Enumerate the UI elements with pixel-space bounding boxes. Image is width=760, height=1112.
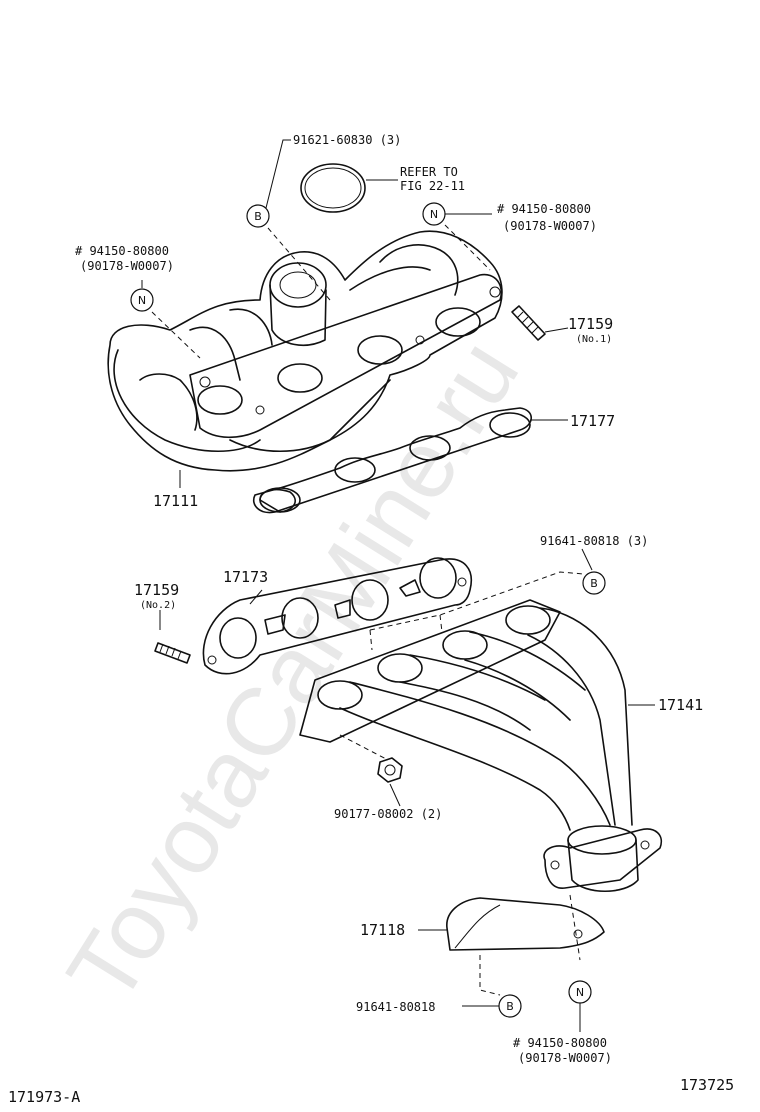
marker-n-top-left: N [130,288,154,312]
svg-text:N: N [138,294,146,307]
label-91621-60830: 91621-60830 (3) [293,133,401,147]
label-17177: 17177 [570,412,615,430]
marker-n-top-right: N [422,202,446,226]
label-17118: 17118 [360,921,405,939]
page-number: 173725 [680,1076,734,1094]
diagram-id: 171973-A [8,1088,80,1106]
marker-b-top: B [246,204,270,228]
label-90178-bottom: (90178-W0007) [518,1051,612,1065]
label-17159-no1-sub: (No.1) [576,334,612,345]
label-17159-no2: 17159 [134,581,179,599]
label-91641-80818: 91641-80818 [356,1000,435,1014]
marker-b-bottom: B [498,994,522,1018]
label-refer-to: REFER TO [400,165,458,179]
manifold-17111 [107,230,503,472]
exhaust-manifold-17141 [299,599,662,892]
svg-text:B: B [254,210,262,223]
label-94150-bottom: # 94150-80800 [513,1036,607,1050]
label-90177-08002: 90177-08002 (2) [334,807,442,821]
svg-text:B: B [506,1000,514,1013]
gasket-17177 [253,407,533,514]
label-94150-top-right: # 94150-80800 [497,202,591,216]
marker-n-bottom: N [568,980,592,1004]
label-17159-no1: 17159 [568,315,613,333]
label-17111: 17111 [153,492,198,510]
insulator-17118 [446,897,605,951]
label-90178-top-left: (90178-W0007) [80,259,174,273]
svg-text:N: N [430,208,438,221]
gasket-17173 [202,557,472,675]
watermark: ToyotaCarMine.ru [47,322,539,1021]
svg-text:N: N [576,986,584,999]
label-17173: 17173 [223,568,268,586]
label-17159-no2-sub: (No.2) [140,600,176,611]
nut-90177 [377,757,403,783]
marker-b-middle: B [582,571,606,595]
label-90178-top-right: (90178-W0007) [503,219,597,233]
stud-17159-no1 [511,305,546,341]
label-94150-top-left: # 94150-80800 [75,244,169,258]
o-ring [300,163,366,213]
label-17141: 17141 [658,696,703,714]
label-fig-22-11: FIG 22-11 [400,179,465,193]
label-91641-80818-3: 91641-80818 (3) [540,534,648,548]
svg-text:B: B [590,577,598,590]
stud-17159-no2 [154,642,191,664]
